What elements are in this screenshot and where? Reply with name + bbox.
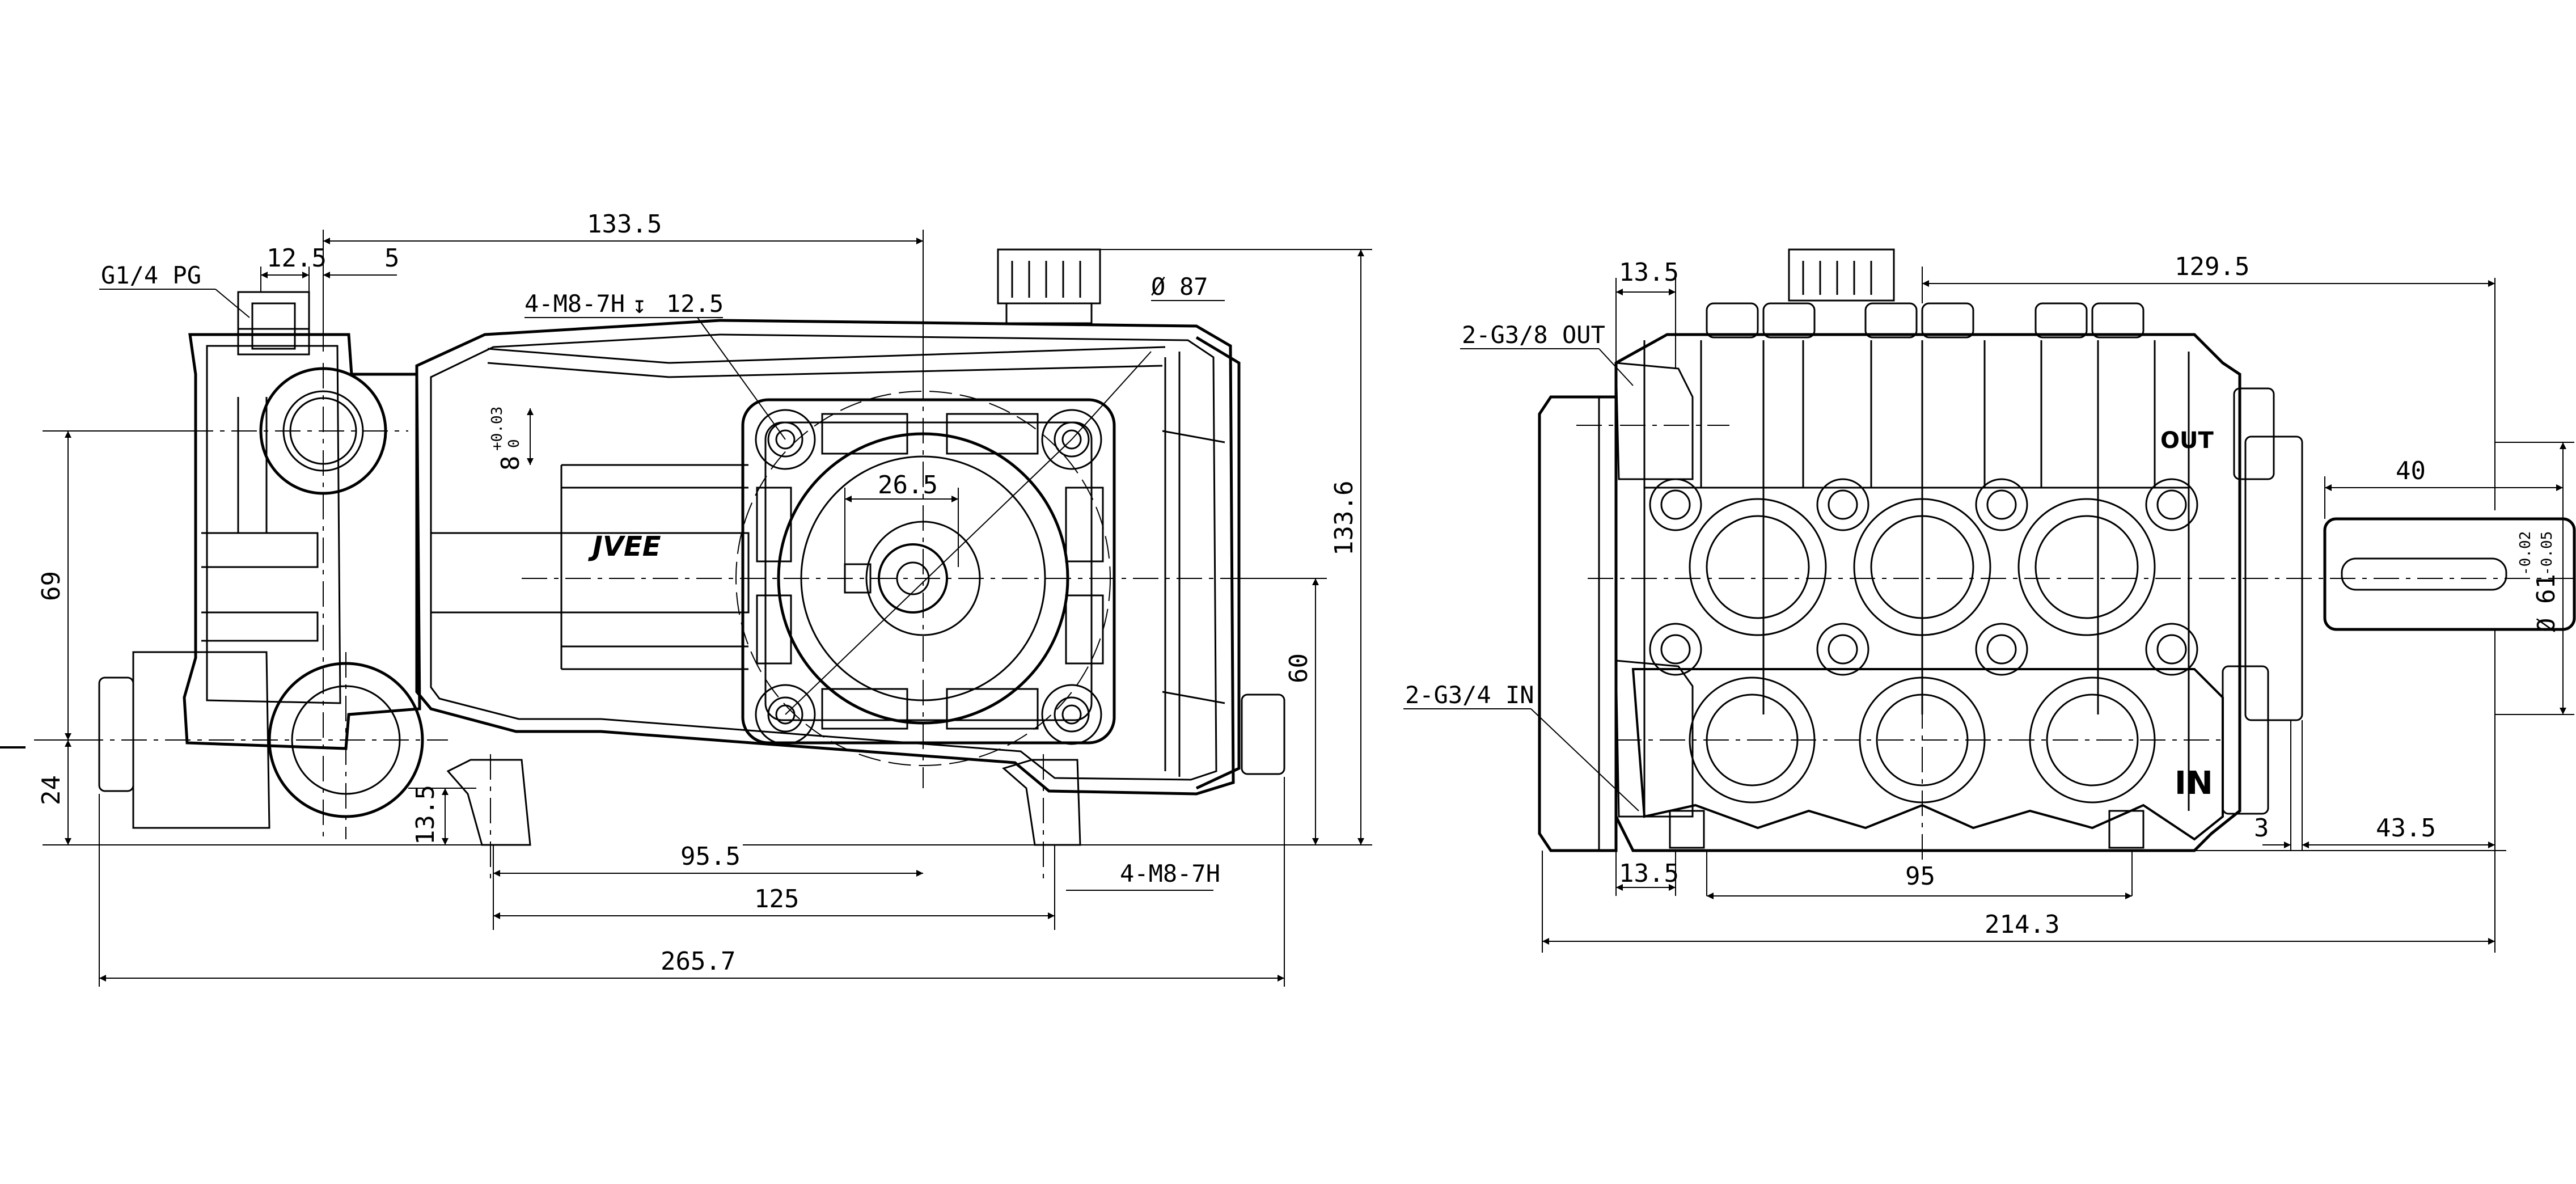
dim-13-5-bottom: 13.5 bbox=[1619, 859, 1679, 888]
front-top-knob bbox=[1788, 248, 1895, 302]
top-knob-ridges bbox=[1011, 261, 1081, 298]
front-view-dimensions bbox=[1403, 278, 2574, 953]
dim-60: 60 bbox=[1284, 653, 1313, 683]
dim-24: 24 bbox=[37, 775, 66, 805]
bottom-foot-right bbox=[1001, 759, 1081, 846]
brand-mark: JVEE bbox=[588, 531, 661, 563]
dim-61: 61 bbox=[2532, 574, 2561, 604]
dim-125: 125 bbox=[754, 885, 799, 914]
top-ridge bbox=[487, 346, 1166, 378]
rear-cover-edge bbox=[1195, 336, 1241, 790]
drive-shaft-key bbox=[2341, 557, 2507, 591]
dim-40: 40 bbox=[2396, 456, 2426, 485]
valve-plugs bbox=[1649, 478, 2198, 676]
side-view-dimensions bbox=[43, 230, 1372, 987]
dim-129-5: 129.5 bbox=[2175, 252, 2249, 281]
top-knob bbox=[997, 248, 1101, 305]
dim-95-5: 95.5 bbox=[680, 842, 741, 871]
bearing-flange bbox=[741, 398, 1116, 745]
front-view: OUT IN bbox=[1538, 248, 2576, 852]
top-bolt-heads bbox=[1706, 302, 2144, 339]
dim-69: 69 bbox=[37, 571, 66, 601]
dim-13-5: 13.5 bbox=[411, 785, 440, 845]
front-body-outline bbox=[1614, 333, 2241, 852]
bearing-flange-inner bbox=[764, 421, 1093, 721]
diameter-leader bbox=[1071, 351, 1152, 440]
side-view: JVEE bbox=[34, 248, 1316, 885]
front-foot-left bbox=[1669, 810, 1705, 849]
dim-3: 3 bbox=[2254, 814, 2269, 843]
out-stamp: OUT bbox=[2160, 428, 2214, 454]
piston-channels bbox=[431, 464, 750, 670]
inlet-label: 2-G3/4 IN bbox=[1405, 681, 1534, 709]
gauge-port-label: G1/4 PG bbox=[101, 261, 201, 289]
side-view-text: 133.5 12.5 5 G1/4 PG 4-M8-7H ↧ 12.5 Ø 87… bbox=[37, 210, 1359, 976]
key-dim-8: 8 bbox=[496, 456, 525, 471]
side-centerlines bbox=[34, 363, 1316, 885]
diameter-symbol-front: Ø bbox=[2532, 618, 2560, 632]
dim-12-5: 12.5 bbox=[267, 244, 327, 273]
manifold-inner bbox=[206, 345, 341, 704]
front-centerlines bbox=[1576, 267, 2574, 862]
outlet-label: 2-G3/8 OUT bbox=[1462, 321, 1605, 349]
dim-95: 95 bbox=[1905, 862, 1935, 891]
manifold-head bbox=[183, 333, 421, 750]
gauge-port-hex bbox=[251, 302, 296, 350]
left-cap-body bbox=[132, 651, 270, 829]
outlet-port-left bbox=[1615, 362, 1694, 480]
bolt-diagonal-leader bbox=[785, 439, 1072, 715]
dim-87: 87 bbox=[1179, 273, 1208, 301]
dim-5: 5 bbox=[384, 244, 400, 273]
thread-leader bbox=[697, 317, 786, 440]
front-view-text: 13.5 129.5 2-G3/8 OUT 40 Ø 61 -0.02 -0.0… bbox=[1405, 252, 2561, 939]
dim-214-3: 214.3 bbox=[1985, 910, 2059, 939]
crankcase-inner-outline bbox=[430, 333, 1217, 781]
top-knob-neck bbox=[1005, 302, 1093, 324]
left-cap-plug bbox=[98, 676, 134, 792]
key-tol-lower: 0 bbox=[506, 439, 523, 448]
dim-13-5-top: 13.5 bbox=[1619, 258, 1679, 287]
depth-symbol: ↧ bbox=[632, 291, 646, 319]
front-top-knob-ridges bbox=[1802, 261, 1872, 295]
dim-43-5: 43.5 bbox=[2376, 814, 2436, 843]
dim-265-7: 265.7 bbox=[661, 947, 735, 976]
front-foot-right bbox=[2108, 810, 2144, 849]
shaft-tol-upper: -0.02 bbox=[2517, 531, 2534, 576]
gauge-port-block bbox=[237, 291, 310, 356]
bottom-thread-label: 4-M8-7H bbox=[1120, 860, 1220, 887]
dim-26-5: 26.5 bbox=[878, 471, 938, 500]
top-thread-label: 4-M8-7H bbox=[524, 290, 625, 318]
dim-133-6: 133.6 bbox=[1330, 481, 1359, 556]
flange-pockets bbox=[756, 413, 1104, 730]
bottom-foot-left bbox=[446, 759, 531, 846]
flange-bolts bbox=[755, 409, 1102, 745]
crankcase-outline bbox=[415, 319, 1235, 796]
dim-133-5-top: 133.5 bbox=[587, 210, 662, 239]
key-tol-upper: +0.03 bbox=[489, 407, 506, 451]
mount-flange-left bbox=[1538, 395, 1618, 852]
right-plug bbox=[1241, 694, 1285, 775]
in-stamp: IN bbox=[2175, 765, 2213, 802]
right-side-plug-top bbox=[2233, 387, 2275, 480]
diameter-symbol-side: Ø bbox=[1151, 273, 1165, 301]
manifold-slots bbox=[201, 397, 319, 642]
top-thread-depth: 12.5 bbox=[666, 290, 724, 318]
inlet-port-left bbox=[1615, 659, 1694, 818]
shaft-tol-lower: -0.05 bbox=[2539, 531, 2556, 576]
rear-cover-ribs bbox=[1162, 352, 1225, 777]
drive-shaft bbox=[2323, 517, 2576, 631]
